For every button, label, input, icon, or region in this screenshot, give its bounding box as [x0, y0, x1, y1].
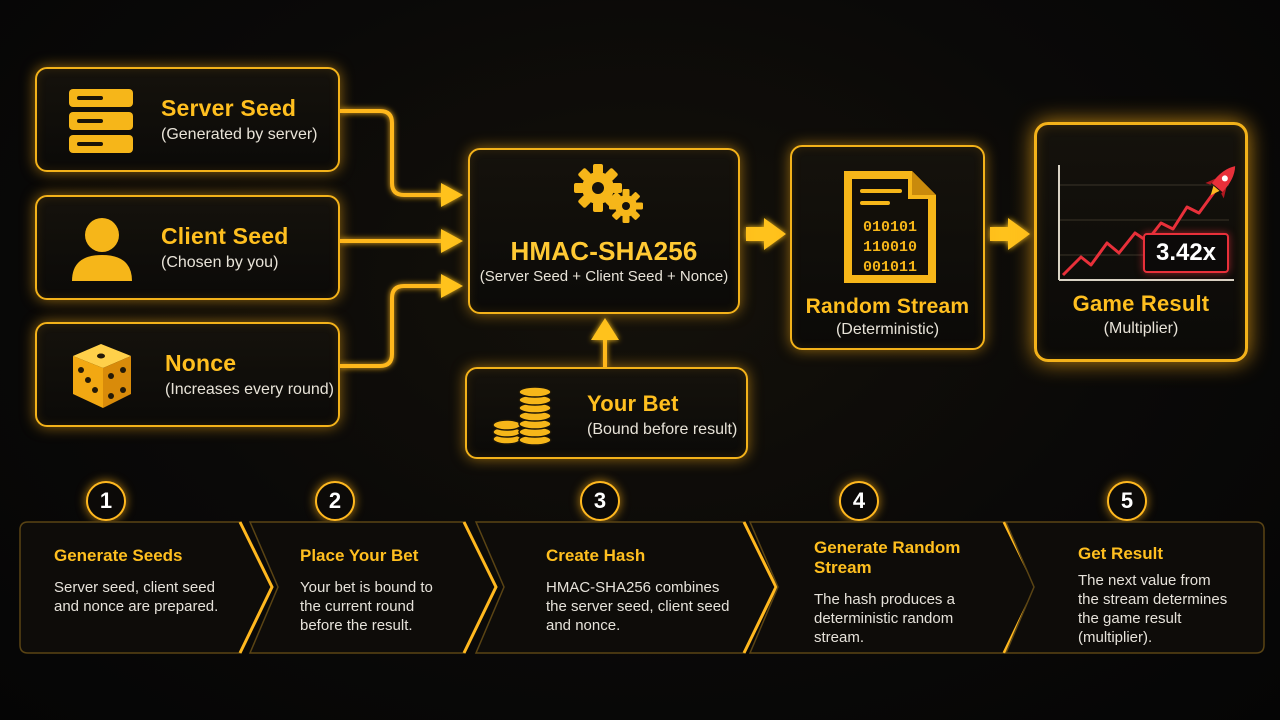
- step-3-desc-line: and nonce.: [546, 617, 621, 634]
- random-stream-subtitle: (Deterministic): [835, 321, 940, 338]
- step-4-desc-line: The hash produces a: [814, 591, 955, 608]
- multiplier-chart: [1058, 165, 1236, 281]
- server-stack-icon: [69, 89, 133, 153]
- your-bet-subtitle: (Bound before result): [587, 421, 738, 438]
- step-3-desc-line: HMAC-SHA256 combines: [546, 579, 720, 596]
- step-card-5: Get Result The next value from the strea…: [1004, 520, 1266, 655]
- step-4-title-line: Generate Random: [814, 538, 961, 557]
- your-bet-title: Your Bet: [587, 391, 679, 416]
- coins-icon: [492, 386, 552, 446]
- multiplier-curve: [1061, 190, 1217, 277]
- hmac-sha256-box: HMAC-SHA256 (Server Seed + Client Seed +…: [468, 148, 740, 314]
- step-4-title-line: Stream: [814, 558, 872, 577]
- step-4-desc-line: deterministic random: [814, 610, 954, 627]
- client-seed-title: Client Seed: [161, 223, 289, 249]
- random-stream-box: 010101 110010 001011 Random Stream (Dete…: [790, 145, 985, 350]
- arrowhead-nonce: [441, 274, 463, 298]
- step-2-desc-line: Your bet is bound to: [300, 579, 433, 596]
- binary-line-2: 110010: [863, 239, 917, 256]
- binary-line-3: 001011: [863, 259, 917, 276]
- step-5-desc-line: the game result: [1078, 610, 1182, 627]
- step-card-2-frame: [248, 521, 498, 654]
- nonce-connector: [340, 284, 445, 368]
- binary-document-icon: 010101 110010 001011: [844, 171, 936, 283]
- step-5-desc-line: The next value from: [1078, 572, 1211, 589]
- step-1-desc-line: and nonce are prepared.: [54, 598, 219, 615]
- game-result-title: Game Result: [1072, 291, 1210, 316]
- step-card-1: Generate Seeds Server seed, client seed …: [18, 520, 276, 655]
- step-number-1: 1: [86, 481, 126, 521]
- step-2-title: Place Your Bet: [300, 546, 419, 565]
- rocket-icon: [1205, 166, 1236, 199]
- step-number-3: 3: [580, 481, 620, 521]
- step-number-2: 2: [315, 481, 355, 521]
- nonce-subtitle: (Increases every round): [165, 381, 334, 398]
- step-4-desc-line: stream.: [814, 629, 865, 646]
- arrowhead-bet: [591, 318, 619, 340]
- step-card-2: Place Your Bet Your bet is bound to the …: [248, 520, 500, 655]
- hmac-title: HMAC-SHA256: [510, 236, 698, 266]
- hmac-subtitle: (Server Seed + Client Seed + Nonce): [479, 268, 729, 285]
- step-5-desc-line: the stream determines: [1078, 591, 1228, 608]
- step-card-3: Create Hash HMAC-SHA256 combines the ser…: [474, 520, 780, 655]
- step-3-title: Create Hash: [546, 546, 646, 565]
- random-stream-title: Random Stream: [805, 295, 970, 318]
- step-card-3-frame: [474, 521, 778, 654]
- server-seed-subtitle: (Generated by server): [161, 126, 318, 143]
- arrowhead-server-seed: [441, 183, 463, 207]
- server-seed-title: Server Seed: [161, 95, 297, 121]
- multiplier-badge: 3.42x: [1143, 233, 1229, 273]
- nonce-box: Nonce (Increases every round): [35, 322, 340, 427]
- gears-icon: [574, 164, 643, 223]
- step-5-desc-line: (multiplier).: [1078, 629, 1153, 646]
- step-1-title: Generate Seeds: [54, 546, 183, 565]
- server-seed-connector: [340, 109, 445, 197]
- step-number-4: 4: [839, 481, 879, 521]
- binary-line-1: 010101: [863, 219, 917, 236]
- arrow-stream-to-result: [990, 218, 1030, 250]
- client-seed-subtitle: (Chosen by you): [161, 254, 279, 271]
- arrow-hmac-to-stream: [746, 218, 786, 250]
- dice-icon: [73, 344, 131, 408]
- step-number-5: 5: [1107, 481, 1147, 521]
- step-1-desc-line: Server seed, client seed: [54, 579, 215, 596]
- nonce-title: Nonce: [165, 350, 237, 376]
- arrowhead-client-seed: [441, 229, 463, 253]
- client-seed-box: Client Seed (Chosen by you): [35, 195, 340, 300]
- step-3-desc-line: the server seed, client seed: [546, 598, 730, 615]
- server-seed-box: Server Seed (Generated by server): [35, 67, 340, 172]
- your-bet-box: Your Bet (Bound before result): [465, 367, 748, 459]
- step-card-4: Generate Random Stream The hash produces…: [748, 520, 1040, 655]
- step-card-1-frame: [19, 521, 274, 654]
- step-2-desc-line: before the result.: [300, 617, 413, 634]
- game-result-subtitle: (Multiplier): [1103, 320, 1179, 337]
- step-card-5-frame: [1004, 521, 1265, 654]
- user-icon: [72, 218, 132, 281]
- step-5-title: Get Result: [1078, 544, 1164, 563]
- step-2-desc-line: the current round: [300, 598, 415, 615]
- game-result-box: 3.42x Game Result (Multiplier): [1034, 122, 1248, 362]
